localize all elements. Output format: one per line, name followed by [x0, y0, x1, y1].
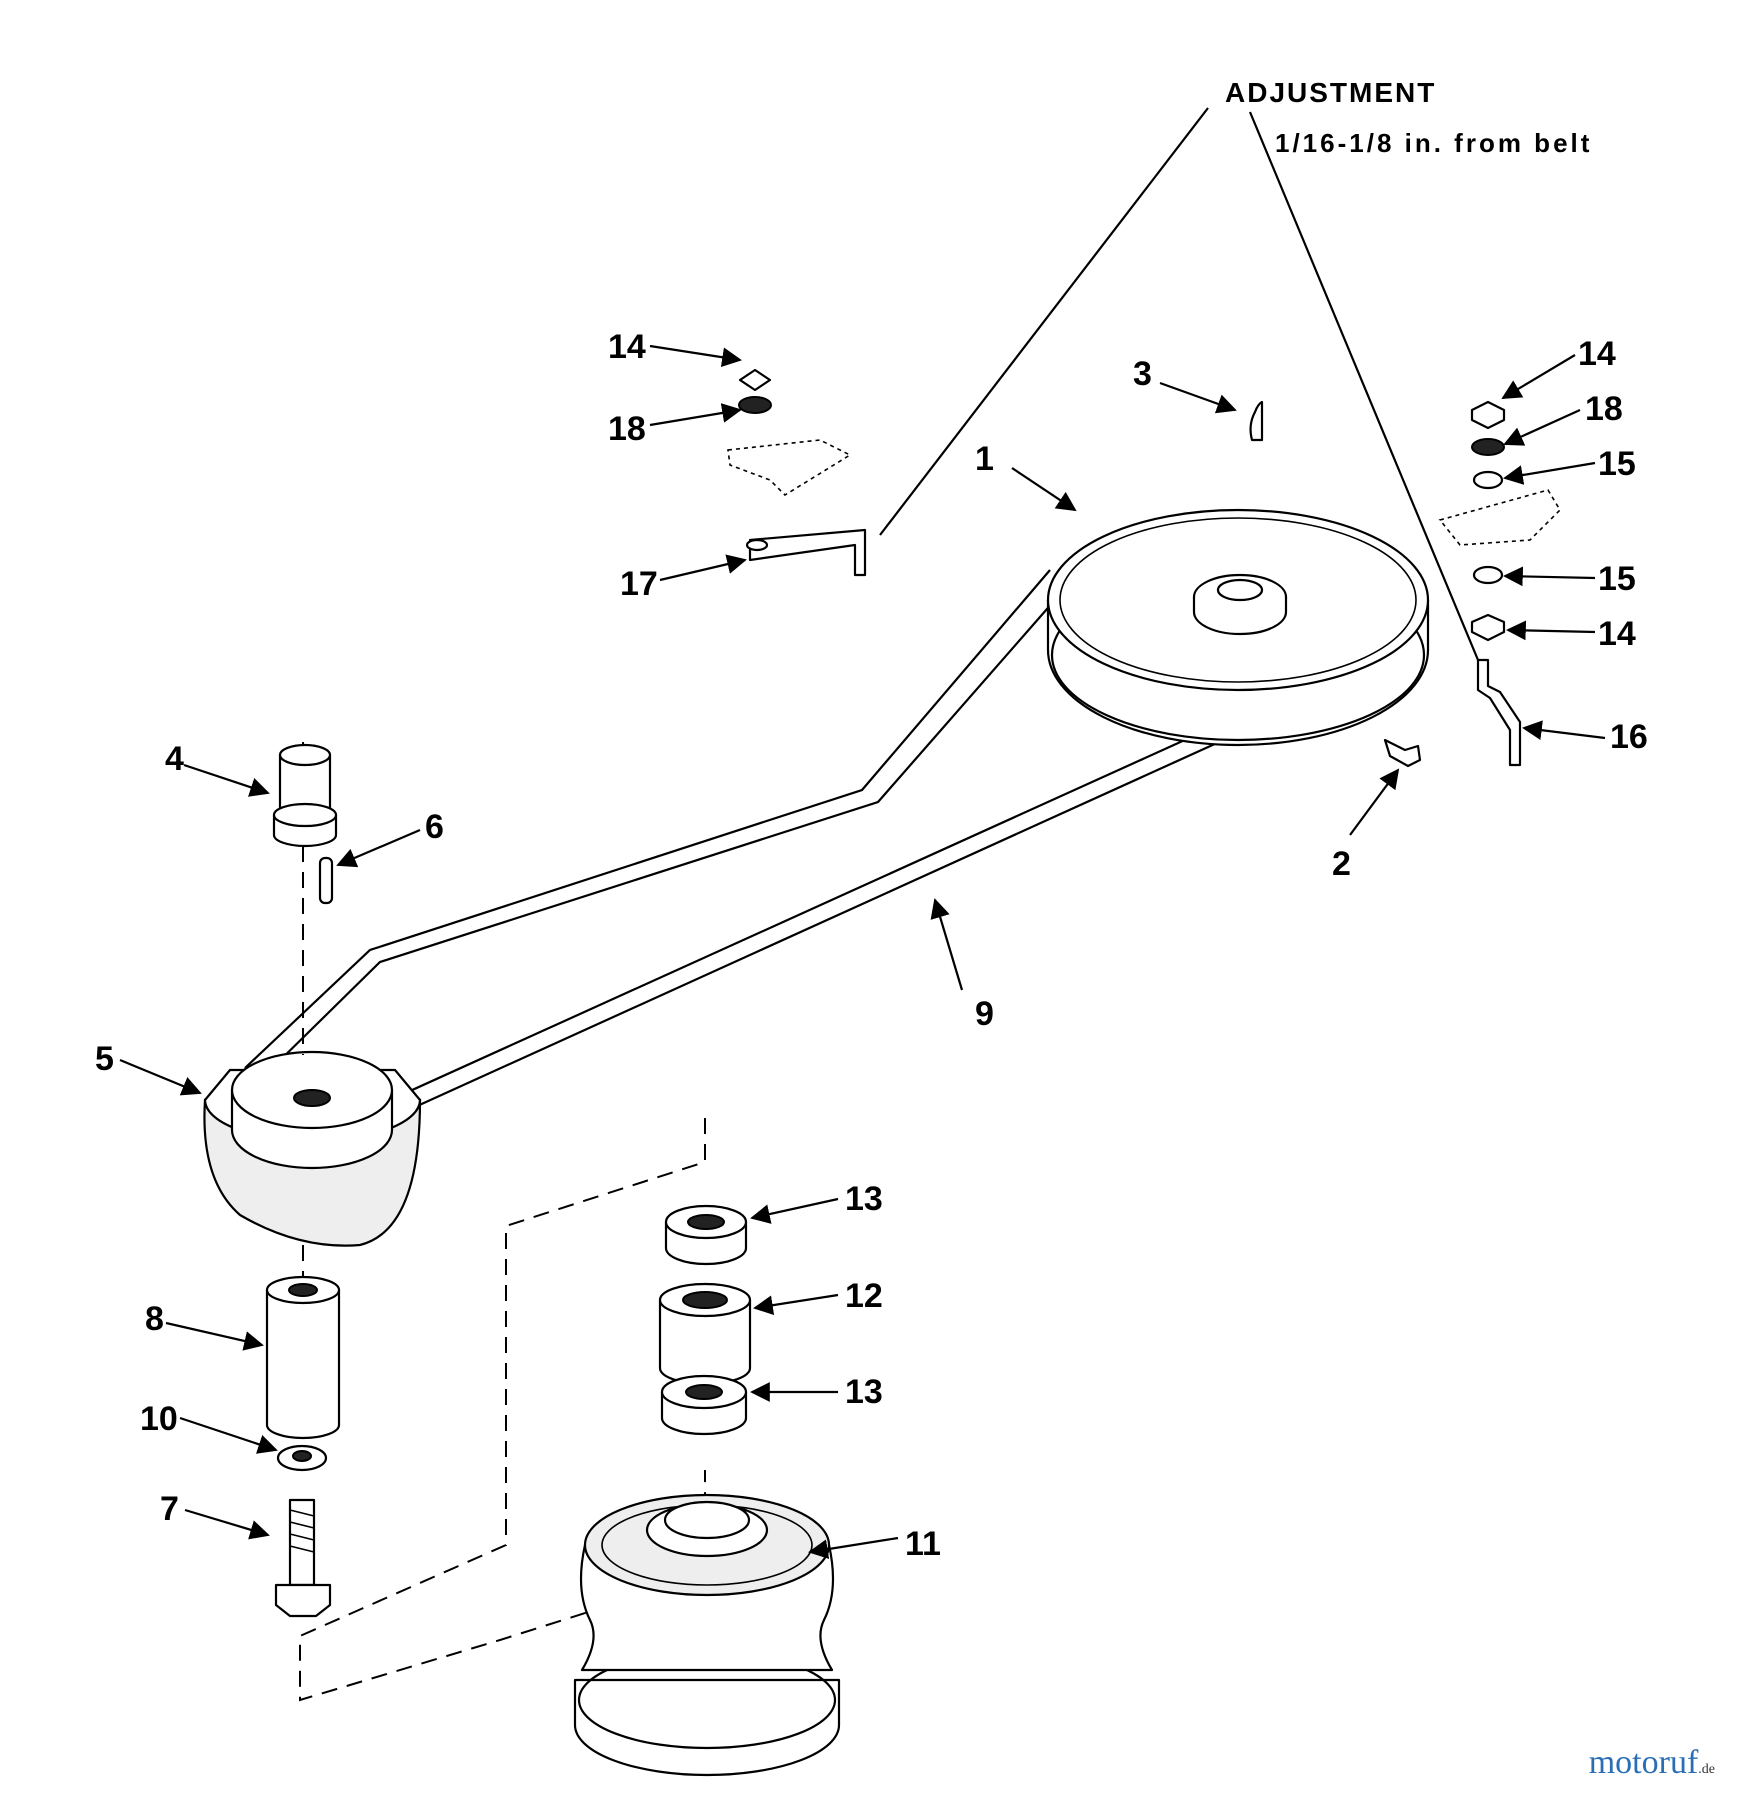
callout-17: 17 — [620, 565, 658, 603]
callout-8: 8 — [145, 1300, 164, 1338]
callout-10: 10 — [140, 1400, 178, 1438]
callout-16: 16 — [1610, 718, 1648, 756]
callout-6: 6 — [425, 808, 444, 846]
sleeve-part-8 — [265, 1275, 341, 1440]
adjustment-note-text: 1/16-1/8 in. from belt — [1275, 128, 1592, 158]
callout-4: 4 — [165, 740, 184, 778]
key-part-3 — [1249, 400, 1264, 442]
washer-part-10 — [276, 1444, 328, 1472]
idler-pulley-part-11 — [573, 1493, 841, 1777]
small-pulley — [203, 1050, 422, 1247]
callout-arrows — [119, 344, 1606, 1559]
watermark-suffix: .de — [1698, 1762, 1715, 1777]
spacer-part-4 — [272, 743, 338, 848]
callout-13-upper: 13 — [845, 1180, 883, 1218]
callout-1: 1 — [975, 440, 994, 478]
callout-18-right: 18 — [1585, 390, 1623, 428]
callout-12: 12 — [845, 1277, 883, 1315]
bearing-race-upper-part-13 — [664, 1204, 748, 1266]
key-part-6 — [318, 856, 334, 905]
ball-bearing-part-12 — [658, 1282, 752, 1386]
callout-7: 7 — [160, 1490, 179, 1528]
callout-3: 3 — [1133, 355, 1152, 393]
watermark: motoruf.de — [1589, 1744, 1715, 1782]
callout-11: 11 — [905, 1525, 941, 1563]
hardware-left-stack — [727, 368, 867, 577]
callout-15-lower: 15 — [1598, 560, 1636, 598]
callout-15-upper: 15 — [1598, 445, 1636, 483]
bolt-part-7 — [274, 1498, 332, 1618]
callout-18-left: 18 — [608, 410, 646, 448]
callout-14-mid-right: 14 — [1598, 615, 1636, 653]
adjustment-note-title: ADJUSTMENT — [1225, 77, 1436, 108]
bolt-part-2 — [1383, 738, 1422, 768]
watermark-name: motoruf — [1588, 1744, 1699, 1781]
bearing-race-lower-part-13 — [660, 1374, 748, 1436]
callout-labels: 1 2 3 4 5 6 7 8 9 10 11 12 13 13 14 14 1… — [95, 328, 1648, 1563]
large-pulley — [1046, 508, 1430, 747]
callout-14-top-right: 14 — [1578, 335, 1616, 373]
callout-9: 9 — [975, 995, 994, 1033]
adjustment-leader-lines — [879, 107, 1480, 661]
callout-5: 5 — [95, 1040, 114, 1078]
callout-13-lower: 13 — [845, 1373, 883, 1411]
callout-2: 2 — [1332, 845, 1351, 883]
hardware-right-stack — [1438, 400, 1562, 767]
callout-14-left: 14 — [608, 328, 646, 366]
